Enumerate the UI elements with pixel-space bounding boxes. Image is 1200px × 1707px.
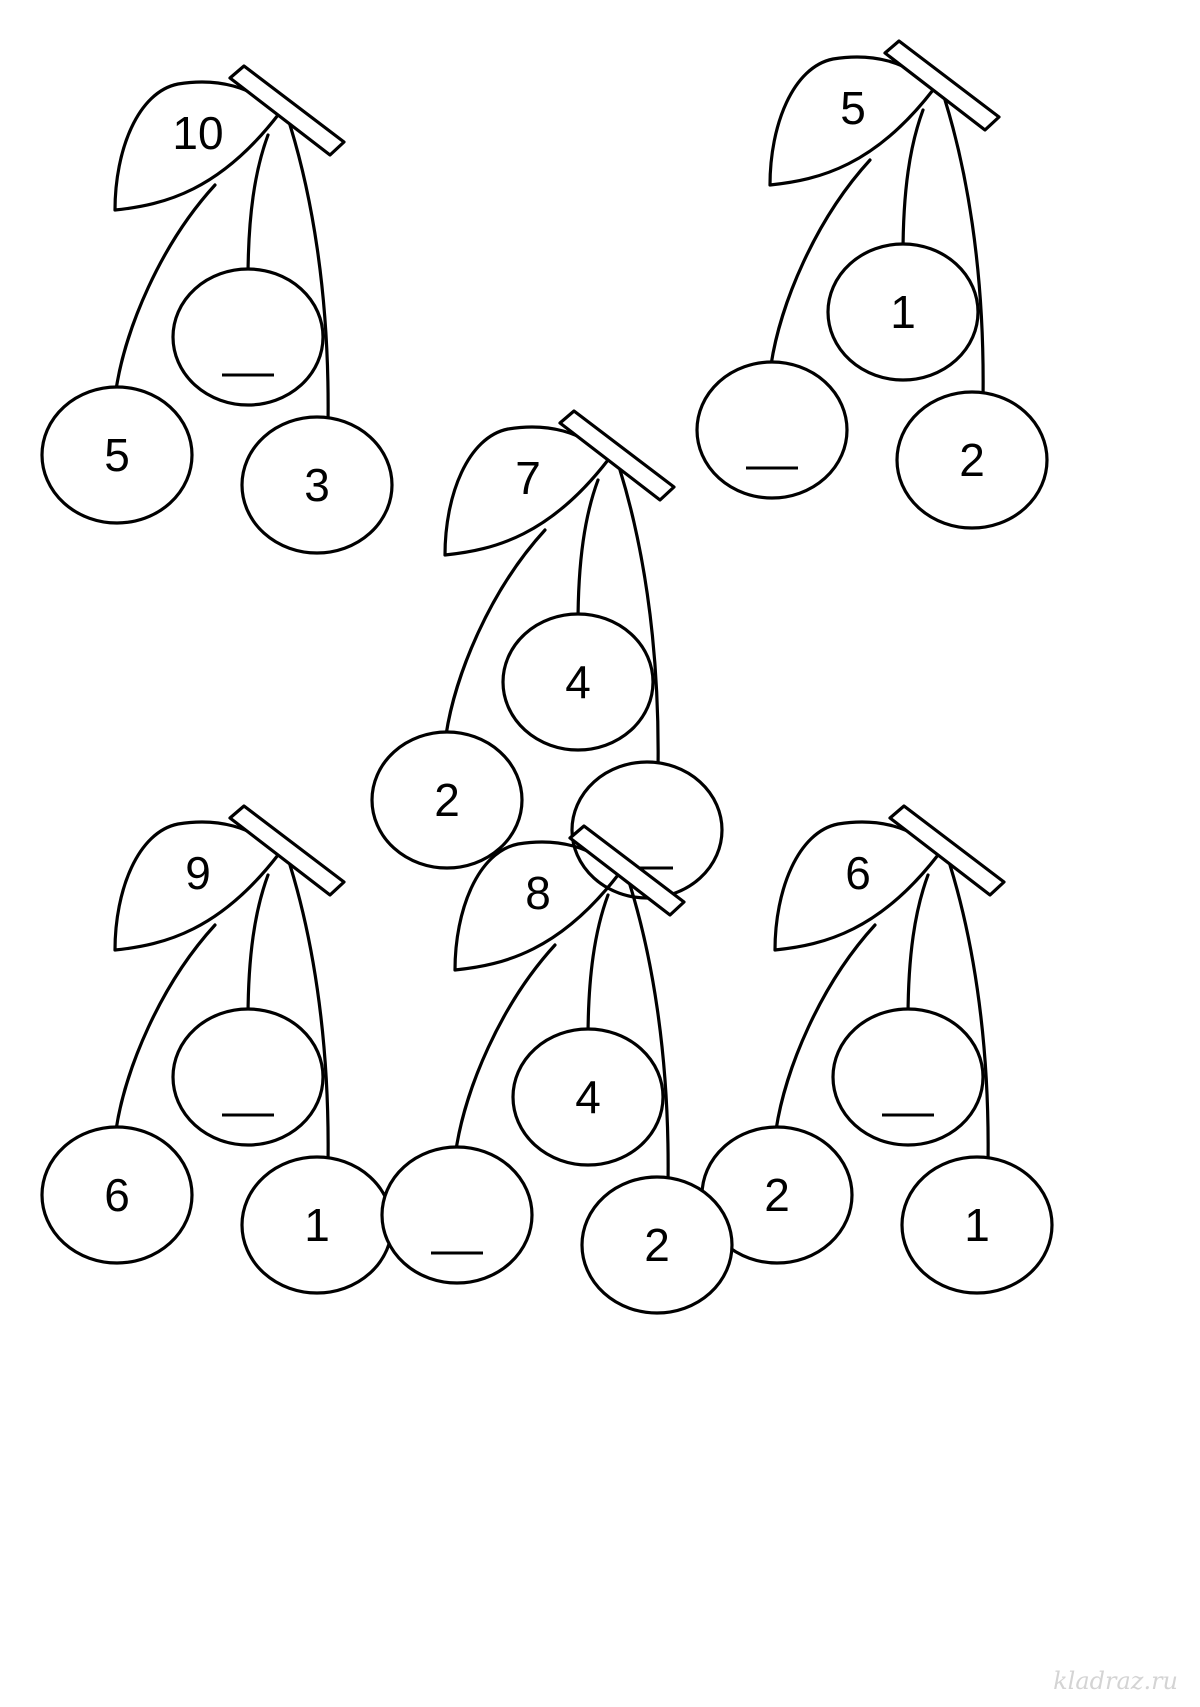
twig [888, 804, 1006, 897]
cherry-middle-number: 1 [890, 286, 916, 338]
cherry-middle [831, 1007, 985, 1147]
cherry-left [40, 385, 194, 525]
cherry-middle [511, 1027, 665, 1167]
twig [228, 804, 346, 897]
cherry-middle [171, 1007, 325, 1147]
left-stem [114, 183, 217, 392]
left-stem [769, 158, 872, 367]
left-stem [444, 528, 547, 737]
leaf-number: 10 [172, 107, 223, 159]
cherry-cluster: 5 3 10 [40, 64, 394, 555]
cherry-left-number: 2 [434, 774, 460, 826]
cherry-left [40, 1125, 194, 1265]
cherry-right [240, 415, 394, 555]
cherry-left [370, 730, 524, 870]
right-stem [618, 468, 660, 772]
twig [568, 824, 686, 917]
cherry-cluster: 4 2 8 [380, 824, 734, 1315]
leaf-shape [453, 840, 620, 972]
cherry-cluster: 2 1 6 [700, 804, 1054, 1295]
leaf-number: 9 [185, 847, 211, 899]
cherry-middle [171, 267, 325, 407]
leaf-shape [113, 80, 280, 212]
watermark: kladraz.ru [1053, 1667, 1178, 1695]
cherry-right-number: 1 [964, 1199, 990, 1251]
leaf-number: 8 [525, 867, 551, 919]
right-stem [943, 98, 985, 402]
cherry-right [900, 1155, 1054, 1295]
middle-stem [901, 108, 925, 257]
cherry-left-number: 5 [104, 429, 130, 481]
cherry-right-number: 2 [959, 434, 985, 486]
twig [228, 64, 346, 157]
right-stem [628, 883, 670, 1187]
leaf-shape [443, 425, 610, 557]
cherry-middle [501, 612, 655, 752]
cherry-middle-number: 4 [565, 656, 591, 708]
middle-stem [246, 873, 270, 1022]
leaf-number: 7 [515, 452, 541, 504]
cherry-cluster: 1 2 5 [695, 39, 1049, 530]
left-stem [454, 943, 557, 1152]
cherry-right [580, 1175, 734, 1315]
middle-stem [246, 133, 270, 282]
cherry-right-number: 2 [644, 1219, 670, 1271]
right-stem [288, 123, 330, 427]
cherry-left [695, 360, 849, 500]
middle-stem [576, 478, 600, 627]
middle-stem [906, 873, 930, 1022]
cherry-middle [826, 242, 980, 382]
cherry-cluster: 4 2 7 [370, 409, 724, 900]
cherry-left-number: 6 [104, 1169, 130, 1221]
middle-stem [586, 893, 610, 1042]
leaf-number: 5 [840, 82, 866, 134]
cherry-right-number: 1 [304, 1199, 330, 1251]
leaf-shape [773, 820, 940, 952]
leaf-shape [113, 820, 280, 952]
left-stem [774, 923, 877, 1132]
leaf-shape [768, 55, 935, 187]
cherry-right-number: 3 [304, 459, 330, 511]
cherry-cluster: 6 1 9 [40, 804, 394, 1295]
right-stem [288, 863, 330, 1167]
cherry-left-number: 2 [764, 1169, 790, 1221]
leaf-number: 6 [845, 847, 871, 899]
twig [558, 409, 676, 502]
cherry-left [380, 1145, 534, 1285]
right-stem [948, 863, 990, 1167]
cherry-right [895, 390, 1049, 530]
twig [883, 39, 1001, 132]
cherry-middle-number: 4 [575, 1071, 601, 1123]
left-stem [114, 923, 217, 1132]
